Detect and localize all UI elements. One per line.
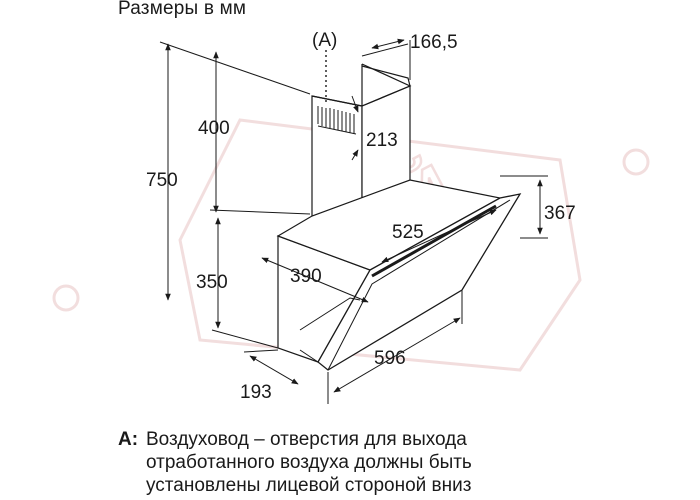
dim-367: 367 [544, 203, 576, 224]
note-line-2: отработанного воздуха должны быть [146, 452, 472, 473]
legend-note: A:Воздуховод – отверстия для выхода отра… [118, 428, 472, 497]
dimension-lines [159, 38, 548, 404]
dim-213: 213 [366, 130, 398, 151]
dim-750: 750 [146, 170, 178, 191]
vent-slots-icon [317, 106, 357, 135]
diagram-title: Размеры в мм [118, 0, 247, 19]
dim-525: 525 [392, 222, 424, 243]
dim-596: 596 [374, 348, 406, 369]
dim-166-5: 166,5 [410, 32, 458, 53]
dim-193: 193 [240, 382, 272, 403]
dim-350: 350 [196, 272, 228, 293]
hood-outline [276, 63, 522, 371]
dim-400: 400 [198, 118, 230, 139]
note-line-1: A:Воздуховод – отверстия для выхода [118, 429, 467, 450]
dim-390: 390 [290, 266, 322, 287]
note-line-3: установлены лицевой стороной вниз [146, 475, 472, 496]
note-key: A: [118, 429, 139, 450]
callout-label: (A) [312, 30, 337, 51]
